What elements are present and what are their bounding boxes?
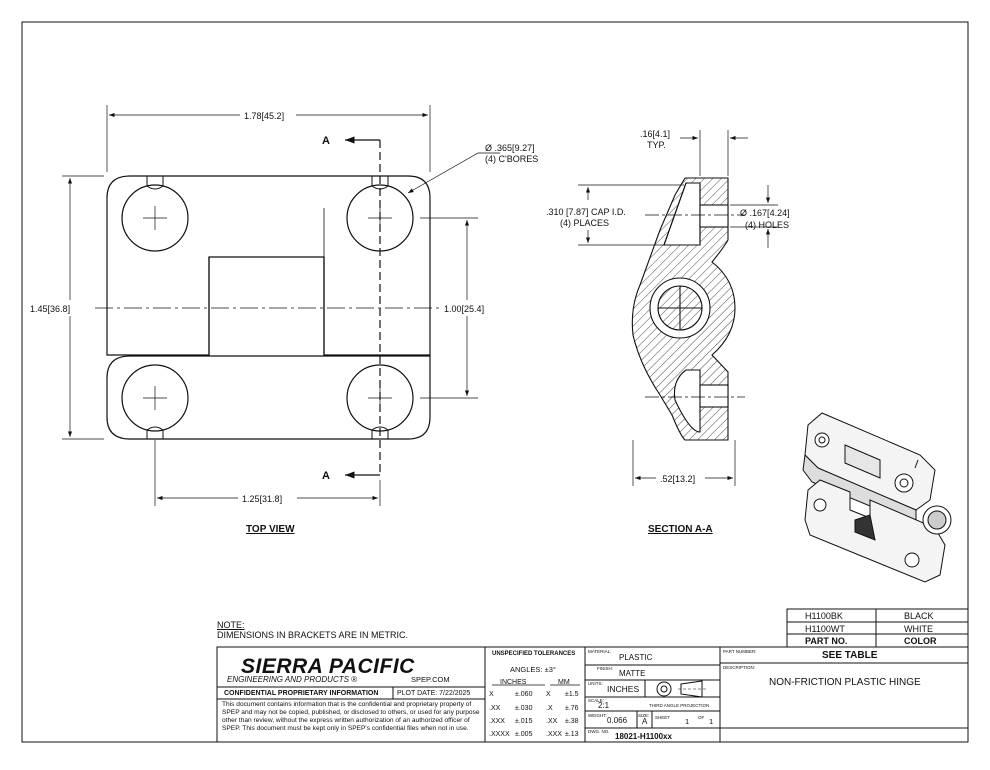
tol-mm-3-key: .XX <box>546 718 558 725</box>
tol-in-1-key: X <box>489 691 494 698</box>
tol-angles: ANGLES: ±3° <box>510 665 556 674</box>
tol-mm-1-key: X <box>546 691 551 698</box>
part-header-color: COLOR <box>904 636 937 646</box>
of-label: OF <box>698 715 705 720</box>
title-block-frame <box>216 608 969 743</box>
dim-typ: TYP. <box>647 140 666 150</box>
section-view <box>631 177 736 441</box>
tol-in-3-val: ±.015 <box>515 718 533 725</box>
note-text: DIMENSIONS IN BRACKETS ARE IN METRIC. <box>217 630 409 640</box>
dwg-label: DWG. NO. <box>588 729 610 734</box>
material-value: PLASTIC <box>619 653 653 662</box>
isometric-view <box>802 412 952 583</box>
hinge-lower-leaf <box>106 355 431 440</box>
tol-mm-2-key: .X <box>546 705 553 712</box>
part-row-2-part: H1100WT <box>805 624 845 634</box>
disclaimer: This document contains information that … <box>222 701 480 732</box>
top-view-label: TOP VIEW <box>246 524 295 535</box>
weight-value: 0.066 <box>607 716 628 725</box>
company-sub: ENGINEERING AND PRODUCTS ® <box>227 675 358 684</box>
finish-label: FINISH: <box>597 666 614 671</box>
part-row-1-part: H1100BK <box>805 611 843 621</box>
partnum-label: PART NUMBER: <box>723 649 757 654</box>
dim-hole-note: (4) HOLES <box>745 220 789 230</box>
tol-in-2-key: .XX <box>489 705 501 712</box>
dwg-value: 18021-H1100xx <box>615 732 672 741</box>
material-label: MATERIAL: <box>588 649 612 654</box>
top-view <box>95 136 440 479</box>
tol-mm-4-val: ±.13 <box>565 731 579 738</box>
tol-in-2-val: ±.030 <box>515 705 533 712</box>
section-marker-bottom: A <box>322 470 330 482</box>
top-view-dimensions <box>62 105 500 506</box>
hinge-upper-leaf <box>106 175 431 356</box>
dim-cap-id: .310 [7.87] CAP I.D. <box>546 207 626 217</box>
desc-value: NON-FRICTION PLASTIC HINGE <box>769 677 921 688</box>
section-label: SECTION A-A <box>648 524 713 535</box>
part-header-part: PART NO. <box>805 636 848 646</box>
dim-cap-places: (4) PLACES <box>560 218 609 228</box>
partnum-value: SEE TABLE <box>822 650 878 661</box>
desc-label: DESCRIPTION: <box>723 665 756 670</box>
tol-in-3-key: .XXX <box>489 718 505 725</box>
of-value: 1 <box>709 717 714 726</box>
tol-mm-header: MM <box>558 679 570 686</box>
tol-mm-1-val: ±1.5 <box>565 691 579 698</box>
projection-label: THIRD ANGLE PROJECTION <box>649 703 710 708</box>
scale-value: 2:1 <box>598 701 610 710</box>
note-heading: NOTE: <box>217 620 245 630</box>
finish-value: MATTE <box>619 669 646 678</box>
dim-hole-x-span: 1.25[31.8] <box>242 494 282 504</box>
cbore-hole-bottom-left <box>121 364 189 432</box>
weight-label: WEIGHT: <box>588 713 607 718</box>
dim-width-top: 1.78[45.2] <box>244 111 284 121</box>
part-row-2-color: WHITE <box>904 624 933 634</box>
tol-in-4-key: .XXXX <box>489 731 510 738</box>
sheet-value: 1 <box>685 717 690 726</box>
confidential-label: CONFIDENTIAL PROPRIETARY INFORMATION <box>224 690 379 697</box>
tol-title: UNSPECIFIED TOLERANCES <box>492 651 576 657</box>
size-value: A <box>642 717 648 726</box>
section-dimensions <box>578 130 778 486</box>
plot-date: PLOT DATE: 7/22/2025 <box>397 690 471 697</box>
tol-in-4-val: ±.005 <box>515 731 533 738</box>
units-label: UNITS: <box>588 681 603 686</box>
dim-hole-span: 1.00[25.4] <box>444 304 484 314</box>
section-marker-top: A <box>322 135 330 147</box>
dim-depth: .52[13.2] <box>660 474 695 484</box>
tol-mm-4-key: .XXX <box>546 731 562 738</box>
dim-thickness: .16[4.1] <box>640 129 670 139</box>
tol-mm-3-val: ±.38 <box>565 718 579 725</box>
sheet-label: SHEET <box>655 715 671 720</box>
dim-height-left: 1.45[36.8] <box>30 304 70 314</box>
dim-cbore-note: (4) C'BORES <box>485 154 538 164</box>
tol-inches-header: INCHES <box>500 679 527 686</box>
part-row-1-color: BLACK <box>904 611 934 621</box>
units-value: INCHES <box>607 684 640 694</box>
cbore-hole-top-left <box>121 184 189 252</box>
dim-hole-dia: Ø .167[4.24] <box>740 208 790 218</box>
company-logo: SIERRA PACIFIC <box>241 655 415 678</box>
tol-in-1-val: ±.060 <box>515 691 533 698</box>
scale-label: SCALE: <box>588 698 605 703</box>
dim-cbore: Ø .365[9.27] <box>485 143 535 153</box>
tol-mm-2-val: ±.76 <box>565 705 579 712</box>
company-website: SPEP.COM <box>411 675 450 684</box>
size-label: SIZE: <box>638 713 650 718</box>
